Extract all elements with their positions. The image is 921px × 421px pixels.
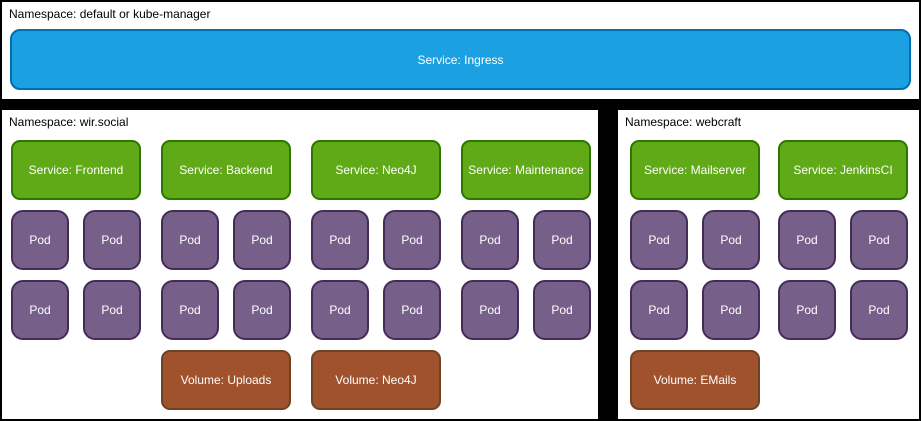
pod-box: Pod	[533, 210, 591, 270]
volume-neo4j-box: Volume: Neo4J	[311, 350, 441, 410]
namespace-label: Namespace: wir.social	[9, 115, 129, 129]
service-column-mailserver: Service: Mailserver Pod Pod Pod Pod Volu…	[630, 140, 760, 410]
pod-box: Pod	[311, 280, 369, 340]
service-column-neo4j: Service: Neo4J Pod Pod Pod Pod Volume: N…	[311, 140, 441, 410]
service-column-jenkinsci: Service: JenkinsCI Pod Pod Pod Pod	[778, 140, 908, 340]
pod-group: Pod Pod Pod Pod	[161, 210, 291, 340]
pod-box: Pod	[83, 280, 141, 340]
namespace-label: Namespace: default or kube-manager	[9, 7, 211, 21]
pod-box: Pod	[850, 280, 908, 340]
pod-box: Pod	[11, 280, 69, 340]
pod-group: Pod Pod Pod Pod	[11, 210, 141, 340]
pod-box: Pod	[702, 280, 760, 340]
pod-box: Pod	[778, 210, 836, 270]
service-frontend-box: Service: Frontend	[11, 140, 141, 200]
namespace-panel-default: Namespace: default or kube-manager Servi…	[2, 2, 919, 99]
pod-group: Pod Pod Pod Pod	[311, 210, 441, 340]
service-column-frontend: Service: Frontend Pod Pod Pod Pod	[11, 140, 141, 340]
pod-box: Pod	[778, 280, 836, 340]
volume-emails-box: Volume: EMails	[630, 350, 760, 410]
namespace-panel-webcraft: Namespace: webcraft Service: Mailserver …	[618, 110, 919, 419]
service-neo4j-box: Service: Neo4J	[311, 140, 441, 200]
pod-box: Pod	[233, 280, 291, 340]
service-column-maintenance: Service: Maintenance Pod Pod Pod Pod	[461, 140, 591, 340]
pod-box: Pod	[461, 210, 519, 270]
volume-uploads-box: Volume: Uploads	[161, 350, 291, 410]
pod-box: Pod	[702, 210, 760, 270]
pod-group: Pod Pod Pod Pod	[630, 210, 760, 340]
pod-box: Pod	[630, 280, 688, 340]
pod-group: Pod Pod Pod Pod	[778, 210, 908, 340]
pod-box: Pod	[161, 210, 219, 270]
service-jenkinsci-box: Service: JenkinsCI	[778, 140, 908, 200]
namespace-label: Namespace: webcraft	[625, 115, 742, 129]
pod-box: Pod	[11, 210, 69, 270]
pod-box: Pod	[233, 210, 291, 270]
pod-box: Pod	[311, 210, 369, 270]
namespace-panel-wir-social: Namespace: wir.social Service: Frontend …	[2, 110, 598, 419]
service-mailserver-box: Service: Mailserver	[630, 140, 760, 200]
service-maintenance-box: Service: Maintenance	[461, 140, 591, 200]
pod-box: Pod	[533, 280, 591, 340]
pod-box: Pod	[461, 280, 519, 340]
pod-box: Pod	[383, 280, 441, 340]
pod-box: Pod	[850, 210, 908, 270]
service-ingress-box: Service: Ingress	[10, 29, 911, 90]
pod-box: Pod	[83, 210, 141, 270]
pod-box: Pod	[630, 210, 688, 270]
pod-box: Pod	[383, 210, 441, 270]
pod-group: Pod Pod Pod Pod	[461, 210, 591, 340]
service-column-backend: Service: Backend Pod Pod Pod Pod Volume:…	[161, 140, 291, 410]
service-backend-box: Service: Backend	[161, 140, 291, 200]
pod-box: Pod	[161, 280, 219, 340]
